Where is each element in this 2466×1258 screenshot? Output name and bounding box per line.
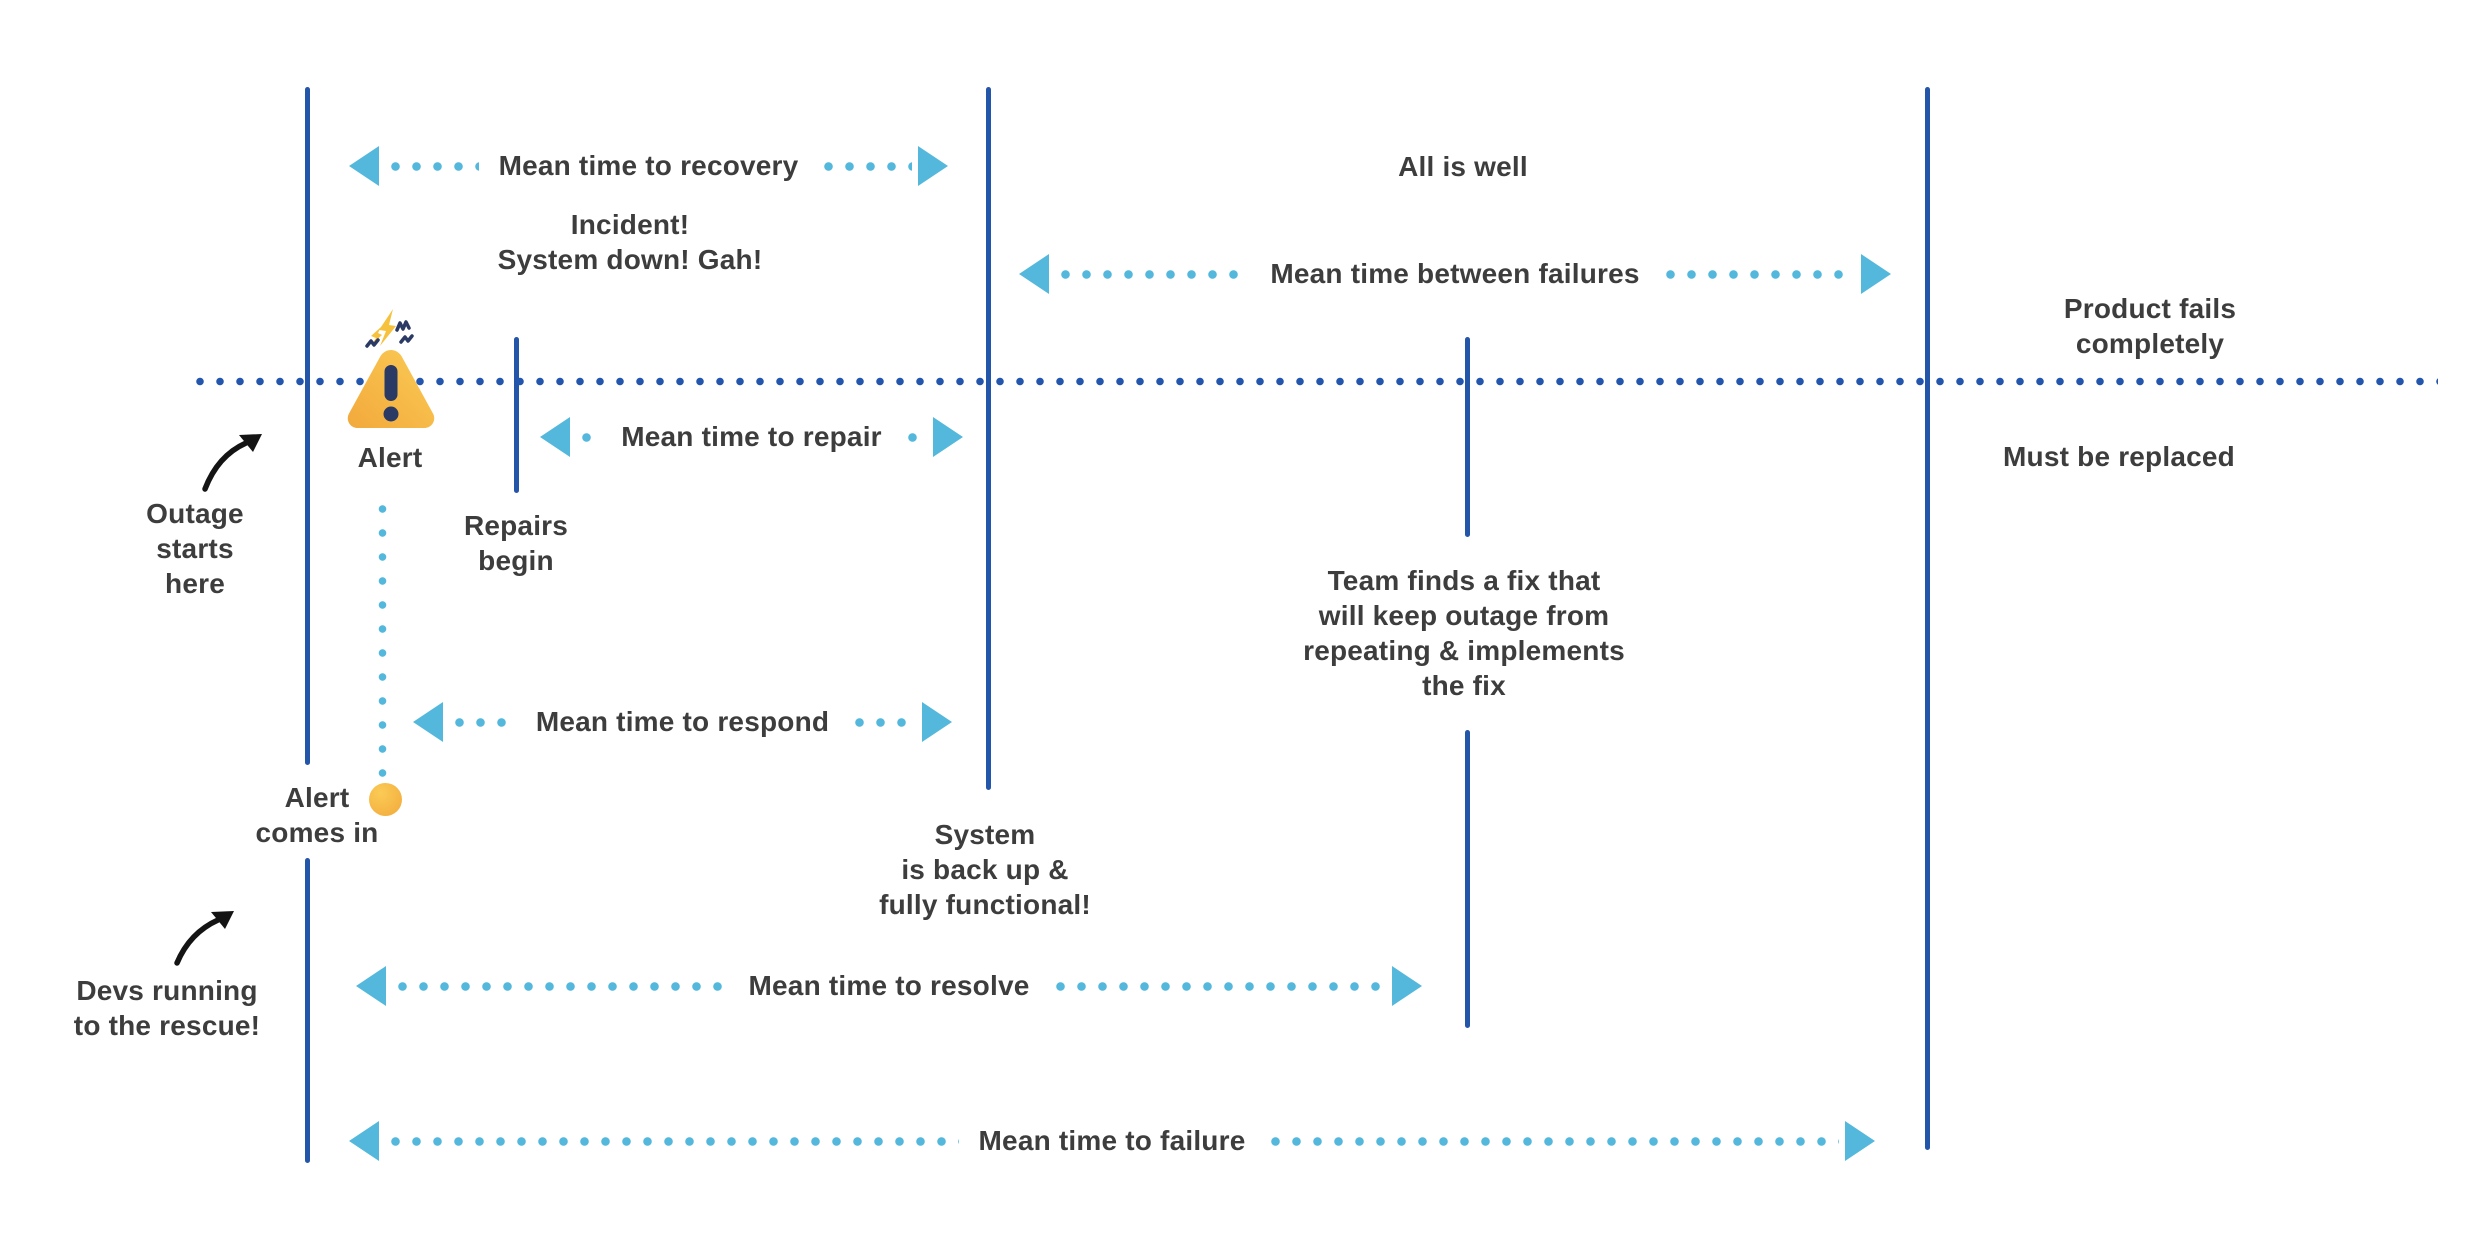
dotted-arrow-line [1055, 269, 1251, 279]
product-failure-line [1925, 87, 1930, 1150]
dotted-arrow-line [1265, 1136, 1839, 1146]
arrowhead-right-icon [922, 702, 952, 742]
team-fix-tick-lower [1465, 730, 1470, 1028]
dotted-arrow-line [849, 717, 916, 727]
metric-arrow-failure: Mean time to failure [349, 1119, 1875, 1163]
dotted-arrow-line [1049, 981, 1387, 991]
all-is-well-note: All is well [1398, 151, 1528, 182]
arrowhead-right-icon [933, 417, 963, 457]
metric-arrow-between-failures: Mean time between failures [1019, 252, 1891, 296]
timeline-dotted-axis [190, 377, 2438, 386]
arrowhead-right-icon [918, 146, 948, 186]
warning-triangle-icon [347, 309, 435, 428]
devs-running-note: Devs running to the rescue! [73, 975, 261, 1041]
alert-label: Alert [357, 442, 423, 473]
metric-label: Mean time to failure [978, 1125, 1246, 1156]
metric-label: Mean time to repair [621, 421, 882, 452]
team-fix-note: Team finds a fix that will keep outage f… [1303, 565, 1625, 701]
outage-starts-note: Outage starts here [146, 498, 244, 599]
arrowhead-left-icon [540, 417, 570, 457]
incident-note: Incident! System down! Gah! [497, 209, 763, 275]
dotted-arrow-line [901, 432, 927, 442]
outage-start-line-lower [305, 858, 310, 1163]
devs-pointer-arrow-icon [174, 911, 234, 966]
metric-label: Mean time between failures [1270, 258, 1640, 289]
system-back-up-note: System is back up & fully functional! [879, 819, 1091, 920]
system-restored-line [986, 87, 991, 790]
product-fails-note: Product fails completely [2063, 293, 2237, 359]
arrowhead-right-icon [1392, 966, 1423, 1006]
dotted-arrow-line [385, 161, 479, 171]
metric-label: Mean time to respond [535, 706, 830, 737]
arrowhead-right-icon [1861, 254, 1891, 294]
dotted-arrow-line [449, 717, 516, 727]
metric-label: Mean time to recovery [498, 150, 799, 181]
arrowhead-left-icon [413, 702, 443, 742]
metric-arrow-resolve: Mean time to resolve [356, 964, 1423, 1008]
repairs-begin-note: Repairs begin [463, 510, 569, 576]
alert-comes-in-dot-icon [369, 783, 402, 816]
arrowhead-left-icon [349, 1121, 379, 1161]
dotted-arrow-line [1659, 269, 1855, 279]
metric-label: Mean time to resolve [748, 970, 1030, 1001]
arrowhead-left-icon [349, 146, 379, 186]
alert-connector-dotted-line [378, 497, 387, 779]
metric-arrow-repair: Mean time to repair [540, 415, 963, 459]
alert-comes-in-note: Alert comes in [255, 782, 379, 848]
metric-arrow-recovery: Mean time to recovery [349, 144, 948, 188]
dotted-arrow-line [818, 161, 912, 171]
dotted-arrow-line [385, 1136, 959, 1146]
arrowhead-right-icon [1845, 1121, 1875, 1161]
arrowhead-left-icon [1019, 254, 1049, 294]
must-be-replaced-note: Must be replaced [2003, 441, 2235, 472]
metric-arrow-respond: Mean time to respond [413, 700, 952, 744]
repairs-begin-tick [514, 337, 519, 493]
dotted-arrow-line [576, 432, 602, 442]
outage-pointer-arrow-icon [202, 434, 262, 492]
arrowhead-left-icon [356, 966, 386, 1006]
outage-start-line-upper [305, 87, 310, 765]
team-fix-tick-upper [1465, 337, 1470, 537]
dotted-arrow-line [392, 981, 729, 991]
